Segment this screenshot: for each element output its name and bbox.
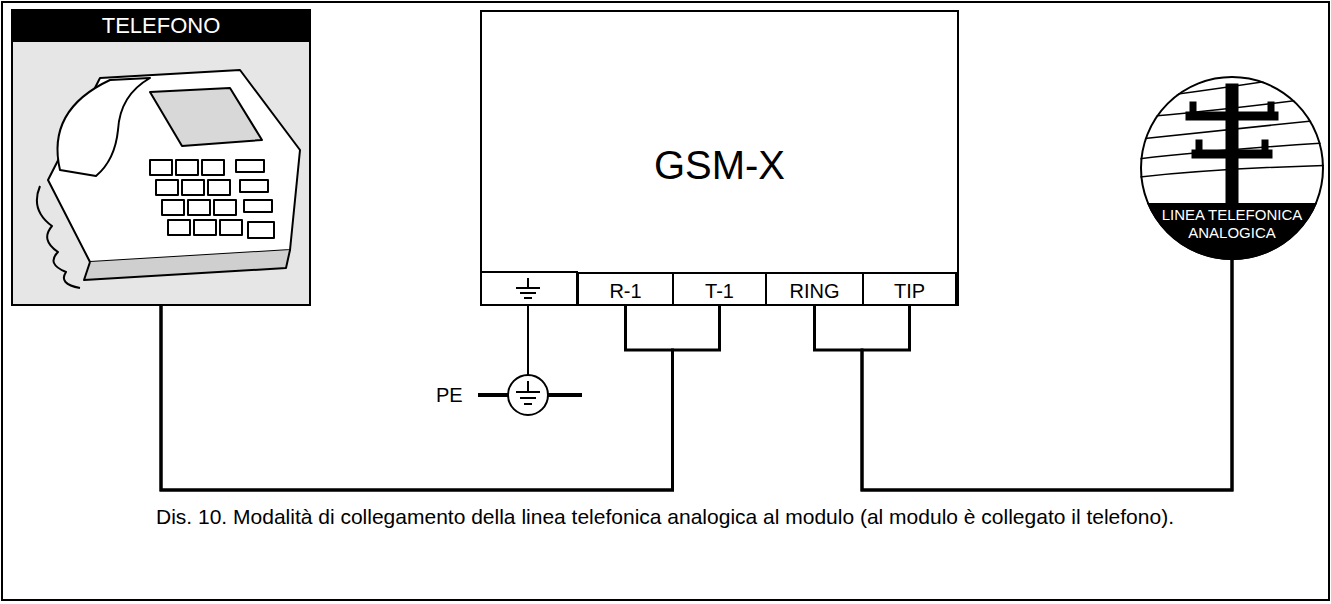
- ground-symbol: [516, 278, 540, 298]
- keypad-key: [188, 200, 210, 215]
- keypad-key: [202, 160, 224, 175]
- keypad-key: [220, 220, 242, 235]
- node-label: T-1: [674, 278, 765, 304]
- phone-panel: [12, 10, 310, 305]
- terminal-box: TIP: [862, 272, 957, 306]
- pe-connection: [478, 305, 582, 415]
- keypad-key: [194, 220, 216, 235]
- node-label: LINEA TELEFONICA ANALOGICA: [1157, 206, 1307, 244]
- node-label: R-1: [579, 278, 672, 304]
- wire-connector: [161, 305, 673, 490]
- terminal-label: PE: [436, 382, 463, 408]
- keypad-key: [182, 180, 204, 195]
- wire-connector: [815, 260, 1233, 490]
- terminal-box: RING: [765, 272, 864, 306]
- ground-terminal: [481, 272, 577, 305]
- keypad-key: [208, 180, 230, 195]
- pole-illustration: [1130, 66, 1331, 266]
- terminal-box: R-1: [577, 272, 674, 306]
- wire-connector: [862, 260, 1232, 490]
- phone-illustration: [37, 70, 300, 288]
- terminal-box: T-1: [672, 272, 767, 306]
- node-label: TELEFONO: [12, 10, 310, 42]
- figure-caption: Dis. 10. Modalità di collegamento della …: [105, 503, 1225, 530]
- keypad-key: [150, 160, 172, 175]
- phone-panel-box: TELEFONO: [12, 10, 310, 305]
- keypad-key: [176, 160, 198, 175]
- keypad-key: [162, 200, 184, 215]
- node-label: GSM-X: [482, 140, 957, 190]
- keypad-key: [156, 180, 178, 195]
- keypad-key: [168, 220, 190, 235]
- wire-connector: [161, 305, 720, 490]
- circle-outline: [1141, 77, 1323, 259]
- telephone-line-circle: LINEA TELEFONICA ANALOGICA: [1140, 76, 1324, 260]
- module-box: GSM-X R-1T-1RINGTIP: [480, 10, 959, 306]
- node-label: RING: [767, 278, 862, 304]
- node-label: TIP: [864, 278, 955, 304]
- keypad-key: [214, 200, 236, 215]
